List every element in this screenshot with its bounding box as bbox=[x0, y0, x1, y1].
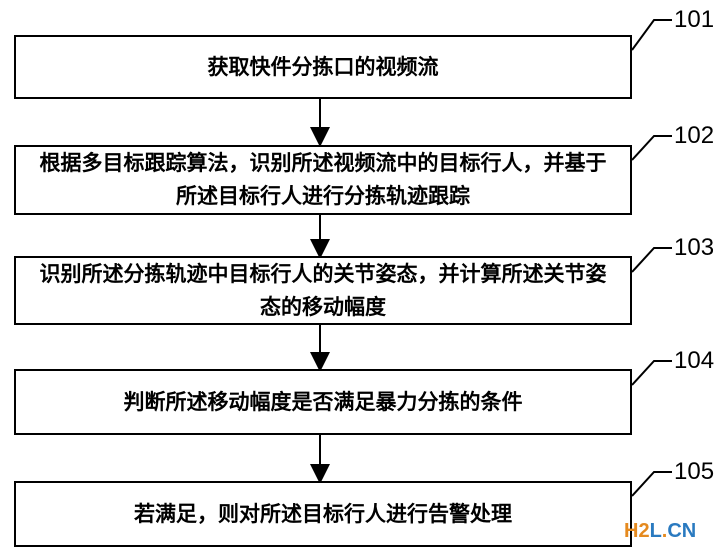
step-text-102: 根据多目标跟踪算法，识别所述视频流中的目标行人，并基于所述目标行人进行分拣轨迹跟… bbox=[39, 151, 607, 208]
watermark-dot: . bbox=[661, 520, 668, 542]
leader-line-103 bbox=[631, 247, 672, 273]
step-text-103: 识别所述分拣轨迹中目标行人的关节姿态，并计算所述关节姿态的移动幅度 bbox=[39, 261, 607, 319]
leader-line-101 bbox=[631, 19, 672, 51]
leader-line-102 bbox=[631, 135, 672, 161]
step-box-105: 若满足，则对所述目标行人进行告警处理 bbox=[14, 481, 632, 547]
leader-line-104 bbox=[631, 360, 672, 386]
watermark-part-cn: CN bbox=[667, 520, 697, 542]
step-box-103: 识别所述分拣轨迹中目标行人的关节姿态，并计算所述关节姿态的移动幅度 bbox=[14, 256, 632, 325]
step-number-102: 102 bbox=[674, 122, 715, 149]
step-box-102: 根据多目标跟踪算法，识别所述视频流中的目标行人，并基于所述目标行人进行分拣轨迹跟… bbox=[14, 145, 632, 215]
step-number-104: 104 bbox=[674, 347, 715, 374]
step-text-101: 获取快件分拣口的视频流 bbox=[207, 54, 439, 79]
step-number-105: 105 bbox=[674, 458, 715, 485]
step-text-105: 若满足，则对所述目标行人进行告警处理 bbox=[134, 501, 512, 526]
step-box-104: 判断所述移动幅度是否满足暴力分拣的条件 bbox=[14, 369, 632, 435]
step-number-101: 101 bbox=[674, 6, 715, 33]
step-box-101: 获取快件分拣口的视频流 bbox=[14, 35, 632, 99]
watermark-part-l: L bbox=[649, 520, 662, 542]
watermark-part-h2: H2 bbox=[624, 520, 650, 542]
leader-line-105 bbox=[631, 471, 672, 497]
site-watermark-logo: H2L.CN bbox=[624, 520, 696, 543]
step-text-104: 判断所述移动幅度是否满足暴力分拣的条件 bbox=[123, 389, 523, 414]
step-number-103: 103 bbox=[674, 234, 715, 261]
